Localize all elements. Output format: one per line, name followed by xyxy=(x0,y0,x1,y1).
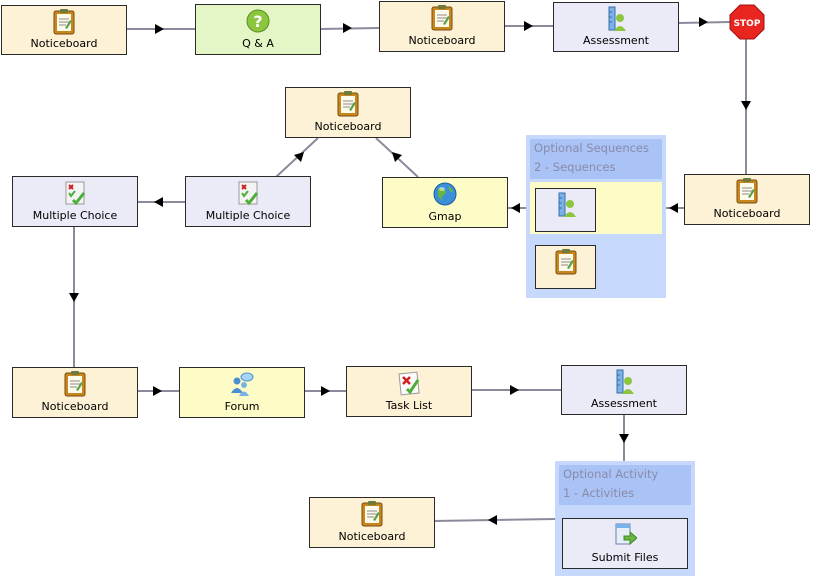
node-label: Multiple Choice xyxy=(205,209,291,222)
arrowhead xyxy=(294,152,304,162)
noticeboard-node-5[interactable]: Noticeboard xyxy=(12,367,138,418)
node-label: Forum xyxy=(224,400,260,413)
clipboard-icon xyxy=(555,249,576,275)
forum-node[interactable]: Forum xyxy=(179,367,305,418)
clipboard-icon xyxy=(431,5,453,31)
node-label: Q & A xyxy=(242,37,274,50)
node-label: Noticeboard xyxy=(314,120,382,133)
multiple-choice-node-2[interactable]: Multiple Choice xyxy=(185,176,311,227)
optional-sequences-header: Optional Sequences 2 - Sequences xyxy=(530,139,662,179)
sequence-1-assessment-node[interactable] xyxy=(535,188,596,232)
noticeboard-node-6[interactable]: Noticeboard xyxy=(309,497,435,548)
noticeboard-node-3[interactable]: Noticeboard xyxy=(684,174,810,225)
node-label: Submit Files xyxy=(591,551,659,564)
noticeboard-node-1[interactable]: Noticeboard xyxy=(1,5,127,55)
multiple-choice-node-1[interactable]: Multiple Choice xyxy=(12,176,138,227)
arrowhead xyxy=(321,386,330,396)
assessment-person-icon xyxy=(608,6,626,31)
checklist-icon xyxy=(238,181,259,206)
globe-icon xyxy=(433,182,457,206)
arrowhead xyxy=(154,197,163,207)
arrowhead xyxy=(392,152,402,162)
clipboard-icon xyxy=(64,371,86,397)
optional-activity-title: Optional Activity xyxy=(563,467,659,481)
clipboard-icon xyxy=(337,91,359,117)
node-label: Assessment xyxy=(591,397,657,410)
node-label: Multiple Choice xyxy=(32,209,118,222)
sequence-2-noticeboard-node[interactable] xyxy=(535,245,596,289)
submit-files-icon xyxy=(615,523,637,546)
assessment-node-1[interactable]: Assessment xyxy=(553,2,679,52)
assessment-node-2[interactable]: Assessment xyxy=(561,365,687,415)
node-label: Noticeboard xyxy=(713,207,781,220)
clipboard-icon xyxy=(361,501,383,527)
question-icon: ? xyxy=(246,9,270,33)
node-label: Noticeboard xyxy=(408,34,476,47)
chat-people-icon xyxy=(231,372,254,396)
qa-node[interactable]: ? Q & A xyxy=(195,4,321,55)
checklist-icon xyxy=(65,181,86,206)
arrowhead xyxy=(69,293,79,302)
noticeboard-node-2[interactable]: Noticeboard xyxy=(379,1,505,52)
task-list-icon xyxy=(398,371,420,396)
arrowhead xyxy=(669,203,678,213)
submit-files-node[interactable]: Submit Files xyxy=(562,518,688,569)
node-label: Gmap xyxy=(428,210,462,223)
stop-sign-icon[interactable]: STOP xyxy=(729,4,765,40)
arrowhead xyxy=(619,434,629,443)
arrowhead xyxy=(699,17,708,27)
arrowhead xyxy=(511,203,520,213)
arrowhead xyxy=(343,23,352,33)
optional-activity-subtitle: 1 - Activities xyxy=(563,486,635,500)
node-label: Assessment xyxy=(583,34,649,47)
arrowhead xyxy=(155,24,164,34)
arrowhead xyxy=(741,101,751,110)
arrowhead xyxy=(488,515,497,525)
arrowhead xyxy=(510,385,519,395)
optional-sequences-title: Optional Sequences xyxy=(534,141,649,155)
clipboard-icon xyxy=(53,9,75,35)
task-list-node[interactable]: Task List xyxy=(346,366,472,417)
assessment-person-icon xyxy=(558,192,576,217)
node-label: Noticeboard xyxy=(41,400,109,413)
clipboard-icon xyxy=(736,178,758,204)
node-label: Task List xyxy=(385,399,433,412)
stop-label: STOP xyxy=(734,19,761,29)
node-label: Noticeboard xyxy=(30,37,98,50)
gmap-node[interactable]: Gmap xyxy=(382,177,508,228)
arrowhead xyxy=(524,21,533,31)
svg-text:?: ? xyxy=(253,12,262,31)
optional-activity-header: Optional Activity 1 - Activities xyxy=(559,465,691,505)
assessment-person-icon xyxy=(616,369,634,394)
noticeboard-node-4[interactable]: Noticeboard xyxy=(285,87,411,138)
arrowhead xyxy=(153,386,162,396)
optional-sequences-subtitle: 2 - Sequences xyxy=(534,160,616,174)
node-label: Noticeboard xyxy=(338,530,406,543)
